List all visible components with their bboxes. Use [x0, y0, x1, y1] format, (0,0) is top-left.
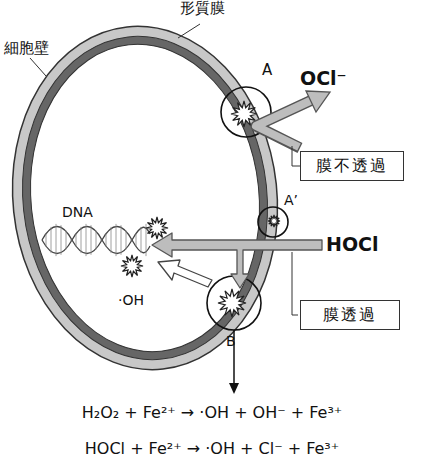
plasma-membrane [7, 24, 284, 372]
dna-rung [66, 230, 67, 249]
damage-burst [218, 289, 246, 317]
dna-rung [146, 224, 147, 256]
dna-rung [71, 238, 72, 241]
part-label: A’ [284, 192, 298, 208]
dna-rung [56, 224, 57, 256]
reflect-arrow [256, 100, 312, 147]
dna-rung [46, 233, 47, 246]
radical-arrow [158, 260, 212, 287]
dna-rung [91, 225, 92, 255]
dna-rung [136, 233, 137, 246]
property-box: 膜不透過 [300, 151, 404, 181]
damage-burst [121, 255, 143, 277]
damage-burst [146, 217, 168, 239]
damage-burst [268, 215, 280, 227]
leader-line [30, 58, 46, 76]
reflect-arrow [256, 100, 312, 148]
reaction-equation: HOCl + Fe²⁺ → ·OH + Cl⁻ + Fe³⁺ [85, 440, 339, 458]
dna-rung [86, 224, 87, 256]
reaction-equation: H₂O₂ + Fe²⁺ → ·OH + OH⁻ + Fe³⁺ [82, 404, 343, 422]
bracket-line [292, 146, 300, 166]
property-box: 膜透過 [300, 300, 400, 330]
dna-rung [106, 233, 107, 246]
dna-rung [76, 233, 77, 246]
part-label: HOCl [326, 234, 379, 256]
site-circle [207, 276, 261, 330]
dna-rung [61, 225, 62, 255]
dna-rung [116, 224, 117, 256]
dna-rung [96, 230, 97, 249]
part-label: B [226, 333, 236, 349]
dna-strand [42, 227, 150, 254]
part-label: 細胞壁 [4, 40, 49, 57]
penetrate-arrow [152, 233, 322, 288]
dna-rung [131, 238, 132, 241]
box-text: 膜透過 [323, 305, 377, 326]
cytoplasm [16, 33, 275, 363]
part-label: 形質膜 [180, 0, 225, 17]
cell-wall [0, 13, 294, 383]
box-text: 膜不透過 [316, 156, 388, 177]
dna-rung [126, 230, 127, 249]
leader-line [178, 24, 200, 38]
part-label: OCl⁻ [300, 68, 347, 90]
dna-rung [51, 227, 52, 253]
arrow-head [306, 91, 330, 112]
part-label: ·OH [118, 292, 144, 308]
dna-rung [101, 238, 102, 241]
part-label: DNA [62, 204, 93, 220]
dna-rung [81, 227, 82, 253]
dna-strand [42, 227, 150, 254]
part-label: A [262, 62, 272, 79]
bracket-line [292, 252, 298, 315]
arrow-head [229, 383, 239, 394]
site-circle [258, 207, 288, 237]
dna-rung [141, 227, 142, 253]
dna-rung [121, 225, 122, 255]
dna-rung [111, 227, 112, 253]
